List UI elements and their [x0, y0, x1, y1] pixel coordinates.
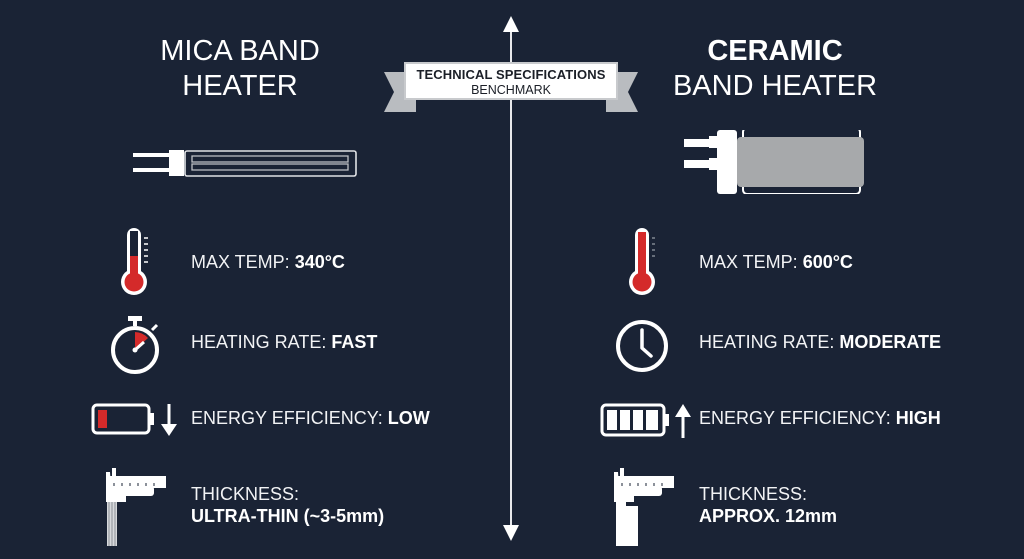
spec-label: HEATING RATE:	[191, 332, 332, 352]
spec-label: HEATING RATE:	[699, 332, 840, 352]
mica-title-line1: MICA BAND	[160, 35, 320, 67]
ceramic-energy-efficiency: ENERGY EFFICIENCY: HIGH	[699, 408, 941, 429]
ceramic-title-line1: CERAMIC	[707, 35, 843, 67]
mica-heater-title: MICA BAND HEATER	[120, 34, 360, 104]
ceramic-max-temp: MAX TEMP: 600°C	[699, 252, 853, 273]
arrow-down-icon	[503, 525, 519, 541]
mica-heating-rate: HEATING RATE: FAST	[191, 332, 377, 353]
mica-title-line2: HEATER	[182, 70, 298, 102]
stopwatch-icon	[111, 316, 159, 374]
spec-label: ENERGY EFFICIENCY:	[191, 408, 388, 428]
mica-energy-efficiency: ENERGY EFFICIENCY: LOW	[191, 408, 430, 429]
title-banner: TECHNICAL SPECIFICATIONS BENCHMARK	[404, 62, 618, 100]
ceramic-heating-rate: HEATING RATE: MODERATE	[699, 332, 941, 353]
ceramic-heater-title: CERAMIC BAND HEATER	[655, 34, 895, 104]
center-divider	[510, 22, 512, 532]
spec-value: HIGH	[895, 408, 941, 428]
mica-max-temp: MAX TEMP: 340°C	[191, 252, 345, 273]
spec-value: APPROX. 12mm	[699, 506, 838, 526]
spec-value: 600°C	[802, 252, 853, 272]
spec-label: ENERGY EFFICIENCY:	[699, 408, 896, 428]
battery-full-icon	[600, 403, 691, 438]
ceramic-heater-illustration-icon	[684, 130, 864, 194]
caliper-icon	[614, 468, 674, 546]
spec-label: MAX TEMP:	[191, 252, 295, 272]
mica-thickness: THICKNESS: ULTRA-THIN (~3-5mm)	[191, 483, 384, 527]
mica-heater-illustration-icon	[133, 150, 357, 177]
banner-title: TECHNICAL SPECIFICATIONS	[416, 67, 606, 82]
spec-value: LOW	[387, 408, 430, 428]
thermometer-icon	[121, 228, 148, 295]
spec-value: FAST	[331, 332, 378, 352]
spec-label: MAX TEMP:	[699, 252, 803, 272]
ceramic-thickness: THICKNESS: APPROX. 12mm	[699, 483, 837, 527]
thermometer-icon	[629, 228, 655, 295]
spec-label: THICKNESS:	[191, 484, 300, 504]
clock-icon	[616, 320, 668, 372]
arrow-up-icon	[503, 16, 519, 32]
spec-label: THICKNESS:	[699, 484, 808, 504]
spec-value: 340°C	[294, 252, 345, 272]
spec-value: ULTRA-THIN (~3-5mm)	[191, 506, 385, 526]
spec-value: MODERATE	[839, 332, 942, 352]
banner-subtitle: BENCHMARK	[471, 83, 551, 97]
caliper-icon	[106, 468, 166, 546]
ceramic-title-line2: BAND HEATER	[672, 70, 878, 102]
battery-low-icon	[91, 403, 177, 436]
